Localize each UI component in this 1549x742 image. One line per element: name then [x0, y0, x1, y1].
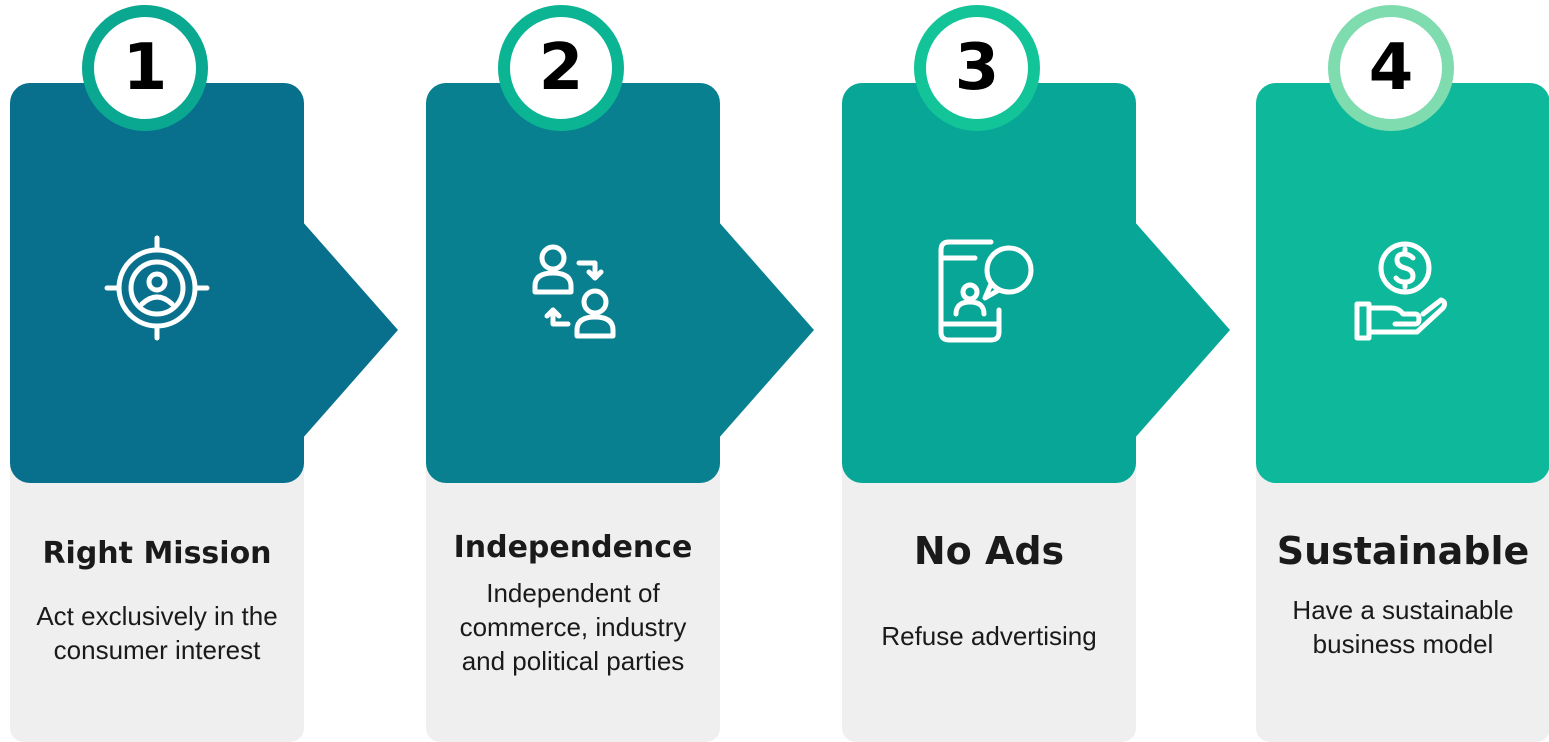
step-2-description: Independent of commerce, industry and po…: [459, 578, 687, 676]
step-2-arrow: [718, 221, 814, 439]
step-2-text-panel: [426, 463, 720, 742]
step-1-arrow: [302, 221, 398, 439]
step-card-2: 2 Independence Independent of commerce, …: [426, 5, 814, 742]
step-4-title: Sustainable: [1276, 529, 1530, 573]
step-card-3: 3 No Ads Refuse advertising: [842, 5, 1230, 742]
step-1-text-panel: [10, 463, 304, 742]
step-3-title: No Ads: [913, 529, 1065, 573]
step-card-1: 1 Right Mission Act exclusively in the c…: [10, 5, 398, 742]
step-1-description: Act exclusively in the consumer interest: [36, 601, 278, 665]
step-1-number-badge: 1: [82, 5, 208, 131]
step-3-text-panel: [842, 463, 1136, 742]
step-3-description: Refuse advertising: [881, 621, 1097, 651]
step-4-text-panel: [1256, 463, 1549, 742]
step-2-number-badge: 2: [498, 5, 624, 131]
hand-coin-icon: [1343, 228, 1463, 348]
step-2-title: Independence: [453, 530, 693, 565]
step-3-arrow: [1134, 221, 1230, 439]
phone-chat-icon: [929, 228, 1049, 348]
step-3-number-badge: 3: [914, 5, 1040, 131]
step-card-4: 4 Sustainable Have a sustainable busines…: [1256, 5, 1549, 742]
step-4-description: Have a sustainable business model: [1292, 595, 1514, 659]
people-exchange-icon: [513, 228, 633, 348]
step-1-title: Right Mission: [42, 536, 272, 571]
step-4-number-badge: 4: [1328, 5, 1454, 131]
step-1-header: [10, 83, 304, 483]
target-person-icon: [97, 228, 217, 348]
